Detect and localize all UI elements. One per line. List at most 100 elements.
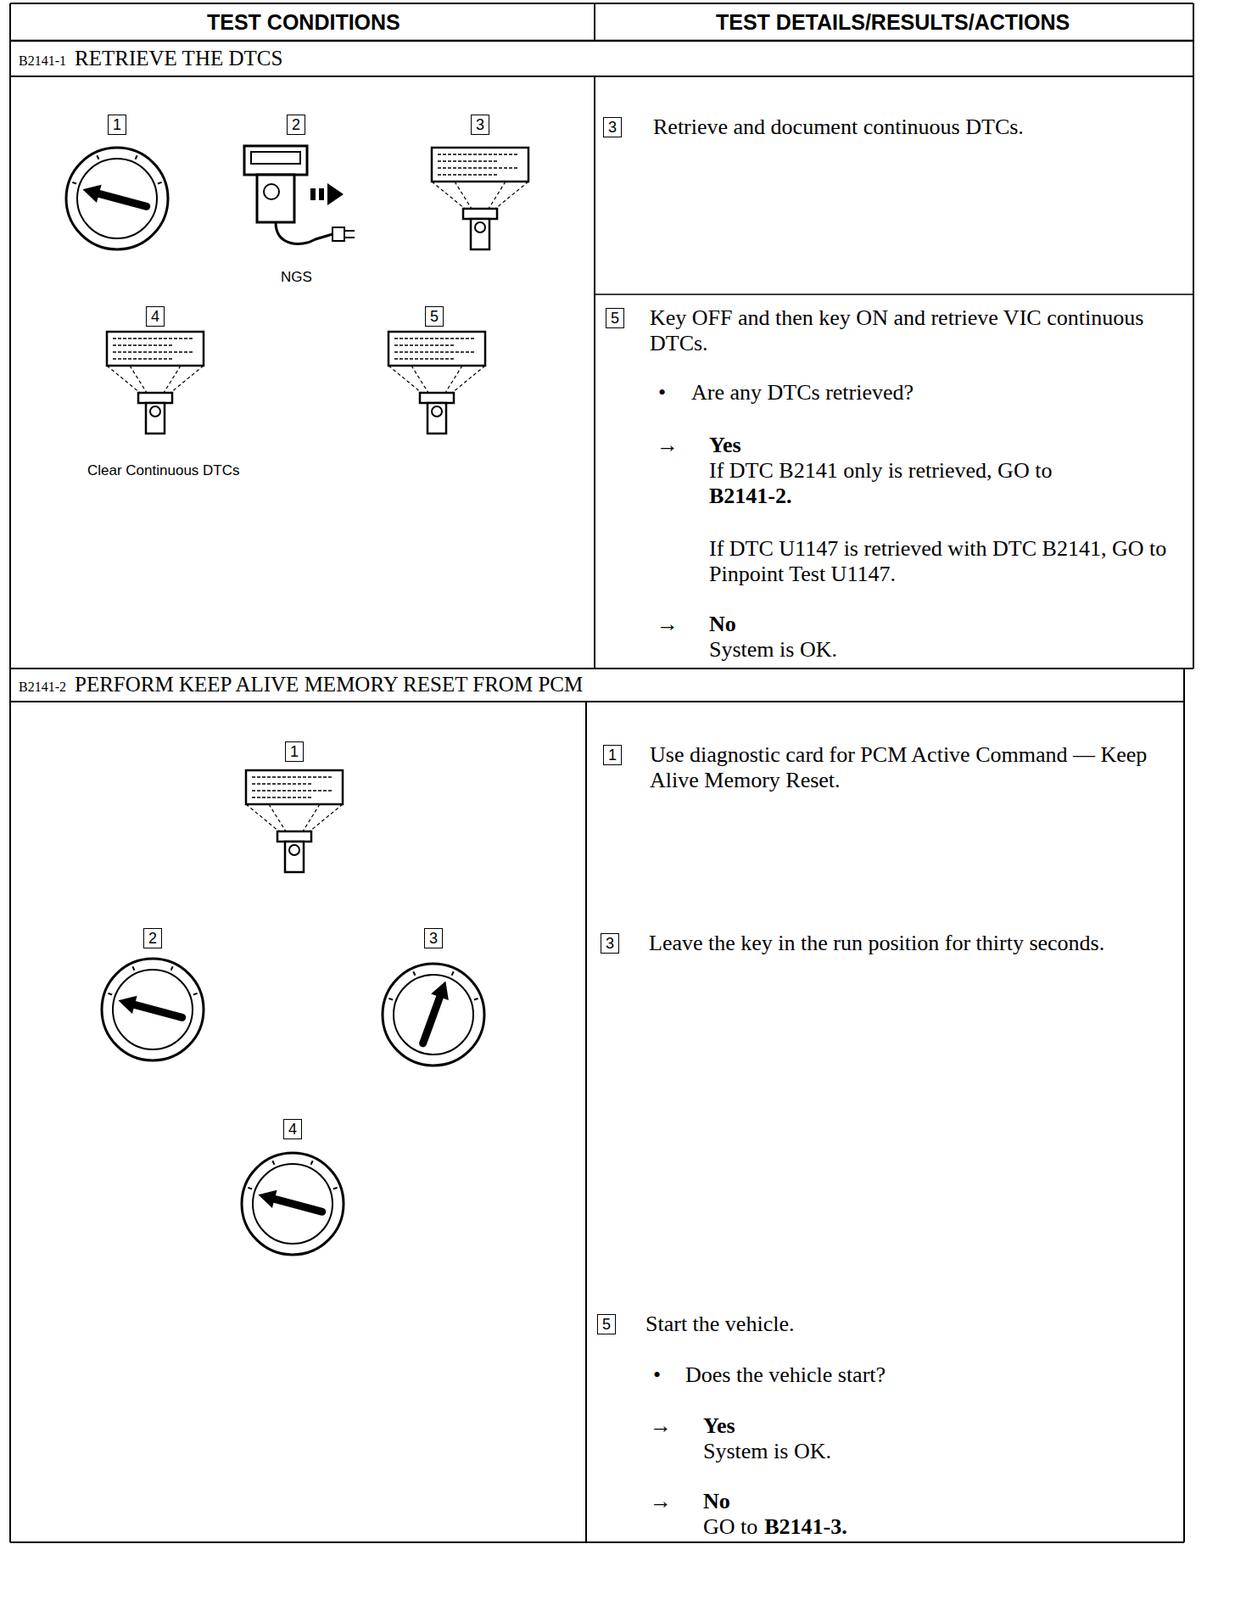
instruction-text: Key OFF and then key ON and retrieve VIC… [649, 305, 1159, 357]
key-position-mark [272, 1160, 274, 1165]
table-rule [10, 667, 1194, 670]
screen-display [245, 770, 343, 805]
ngs-window [251, 151, 301, 164]
key-position-mark [132, 966, 135, 971]
screen-projection-line [452, 365, 486, 393]
callout-number: 1 [107, 114, 127, 135]
bullet: • [658, 380, 666, 406]
screen-projection-line [454, 181, 472, 209]
table-rule [10, 700, 1185, 703]
screen-projection-line [309, 804, 343, 832]
key-position-mark [157, 182, 163, 185]
screen-text-scribble [112, 337, 195, 340]
screen-text-scribble [437, 167, 520, 169]
key-position-mark [171, 966, 174, 971]
callout-number: 3 [470, 114, 490, 135]
ignition-key-icon [241, 1152, 344, 1255]
result-answer: No [709, 611, 737, 638]
table-rule [10, 1541, 1185, 1543]
result-arrow-text: → [649, 1413, 672, 1438]
table-rule [593, 3, 596, 41]
key-pointer-head [82, 184, 101, 203]
screen-projection-line [129, 365, 147, 393]
ignition-key-icon [66, 147, 168, 250]
icon-caption-text: Clear Continuous DTCs [87, 462, 241, 479]
key-inner-ring [252, 1163, 333, 1244]
key-position-mark [72, 182, 77, 185]
key-pointer-head [117, 995, 137, 1014]
callout-number-text: 3 [475, 116, 485, 134]
test-step-title-text: RETRIEVE THE DTCS [74, 46, 283, 70]
table-rule [1183, 668, 1185, 1543]
callout-number: 1 [603, 744, 622, 766]
result-arrow: → [649, 1413, 672, 1439]
action-text-text: GO to [703, 1514, 758, 1539]
instruction-text-text: Key OFF and then key ON and retrieve VIC… [649, 305, 1144, 356]
screen-projection-line [268, 804, 286, 832]
bullet-text: • [653, 1362, 661, 1387]
tester-body [427, 402, 447, 434]
ignition-key-icon [101, 958, 204, 1061]
table-rule [594, 293, 1194, 296]
action-text-text: If DTC U1147 is retrieved with DTC B2141… [709, 536, 1167, 587]
screen-text-scribble [251, 782, 312, 785]
table-rule [10, 2, 1194, 5]
callout-number: 5 [597, 1313, 616, 1335]
table-rule [10, 75, 1194, 78]
key-position-mark [474, 998, 479, 1001]
bullet-text: • [658, 380, 666, 405]
callout-number: 3 [600, 933, 620, 954]
action-text: If DTC B2141 only is retrieved, GO toB21… [709, 458, 1185, 509]
result-answer-text: No [709, 611, 737, 637]
result-answer-text: Yes [703, 1413, 736, 1438]
test-step-title-text: B2141-2 [18, 679, 67, 694]
tester-head [138, 392, 173, 403]
screen-projection-line [106, 365, 140, 393]
key-pointer-head [257, 1190, 277, 1208]
instruction-text: Retrieve and document continuous DTCs. [653, 114, 1180, 140]
screen-text-scribble [251, 776, 334, 778]
key-pointer [99, 193, 147, 207]
callout-number-text: 3 [429, 929, 438, 947]
callout-number: 4 [145, 306, 165, 327]
callout-number: 5 [605, 307, 625, 329]
tool-caption-text: NGS [280, 268, 313, 285]
result-answer: Yes [703, 1413, 736, 1439]
screen-display [388, 331, 486, 366]
question-text-text: Are any DTCs retrieved? [691, 380, 914, 405]
screen-text-scribble [437, 173, 498, 176]
question-text-text: Does the vehicle start? [685, 1362, 886, 1387]
callout-number-text: 4 [150, 307, 160, 325]
instruction-text: Use diagnostic card for PCM Active Comma… [649, 742, 1169, 794]
callout-number: 3 [424, 927, 443, 949]
key-position-mark [135, 155, 138, 160]
ngs-cable [275, 222, 333, 244]
table-rule [1192, 3, 1195, 669]
action-text-text: B2141-3. [764, 1514, 848, 1539]
callout-number-text: 1 [112, 116, 122, 134]
callout-number-text: 5 [602, 1315, 611, 1333]
key-outer-ring [241, 1152, 344, 1255]
test-step-title-text: PERFORM KEEP ALIVE MEMORY RESET FROM PCM [74, 672, 583, 696]
column-heading-text: TEST CONDITIONS [206, 10, 401, 34]
callout-number: 2 [143, 927, 163, 949]
screen-projection-line [302, 804, 320, 832]
screen-projection-line [488, 181, 506, 209]
callout-number-text: 3 [605, 934, 615, 952]
callout-number-text: 5 [430, 307, 439, 325]
plug-prong [344, 236, 355, 239]
tester-body [285, 841, 304, 872]
key-position-mark [247, 1187, 252, 1190]
tester-button [475, 222, 486, 233]
result-arrow: → [656, 611, 679, 638]
ngs-handle [257, 174, 295, 223]
tester-body [145, 402, 165, 434]
instruction-text: Start the vehicle. [645, 1311, 1155, 1337]
tester-head [277, 831, 312, 842]
instruction-text-text: Start the vehicle. [645, 1311, 794, 1336]
callout-number: 3 [603, 117, 622, 138]
screen-text-scribble [112, 357, 173, 360]
key-pointer [274, 1198, 323, 1212]
key-position-mark [193, 993, 198, 995]
action-text: GO toB2141-3. [703, 1514, 1128, 1540]
